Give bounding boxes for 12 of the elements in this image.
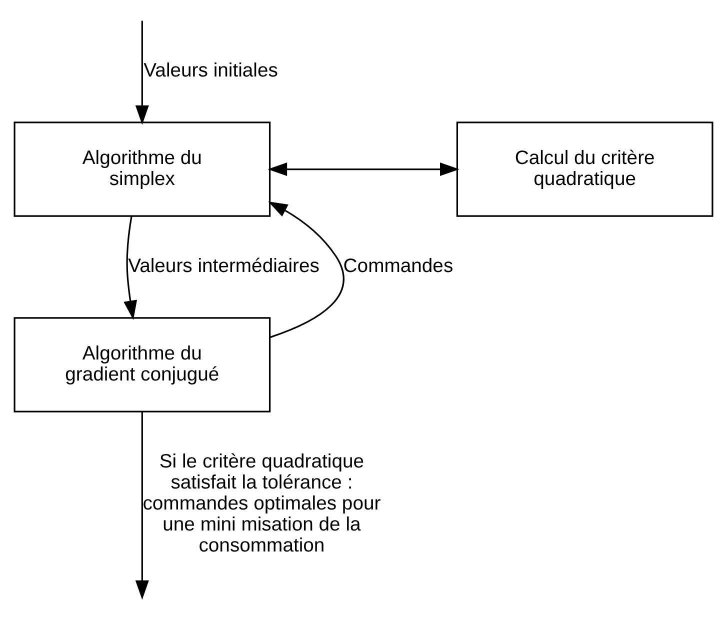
edge-label: Valeurs initiales	[144, 59, 278, 82]
edge-label: Valeurs intermédiaires	[128, 254, 320, 277]
arrow	[268, 162, 460, 176]
edge-label: Si le critère quadratique satisfait la tolérance : commandes optimales pour une mini misation de la consommation	[142, 450, 381, 556]
arrow	[268, 200, 344, 338]
arrow	[135, 20, 149, 124]
node-box: Algorithme du gradient conjugué	[14, 316, 271, 412]
node-box: Calcul du critère quadratique	[456, 121, 714, 216]
edge-label: Commandes	[343, 254, 454, 277]
arrow	[135, 412, 149, 600]
node-box: Algorithme du simplex	[14, 121, 271, 216]
arrow	[124, 216, 138, 320]
